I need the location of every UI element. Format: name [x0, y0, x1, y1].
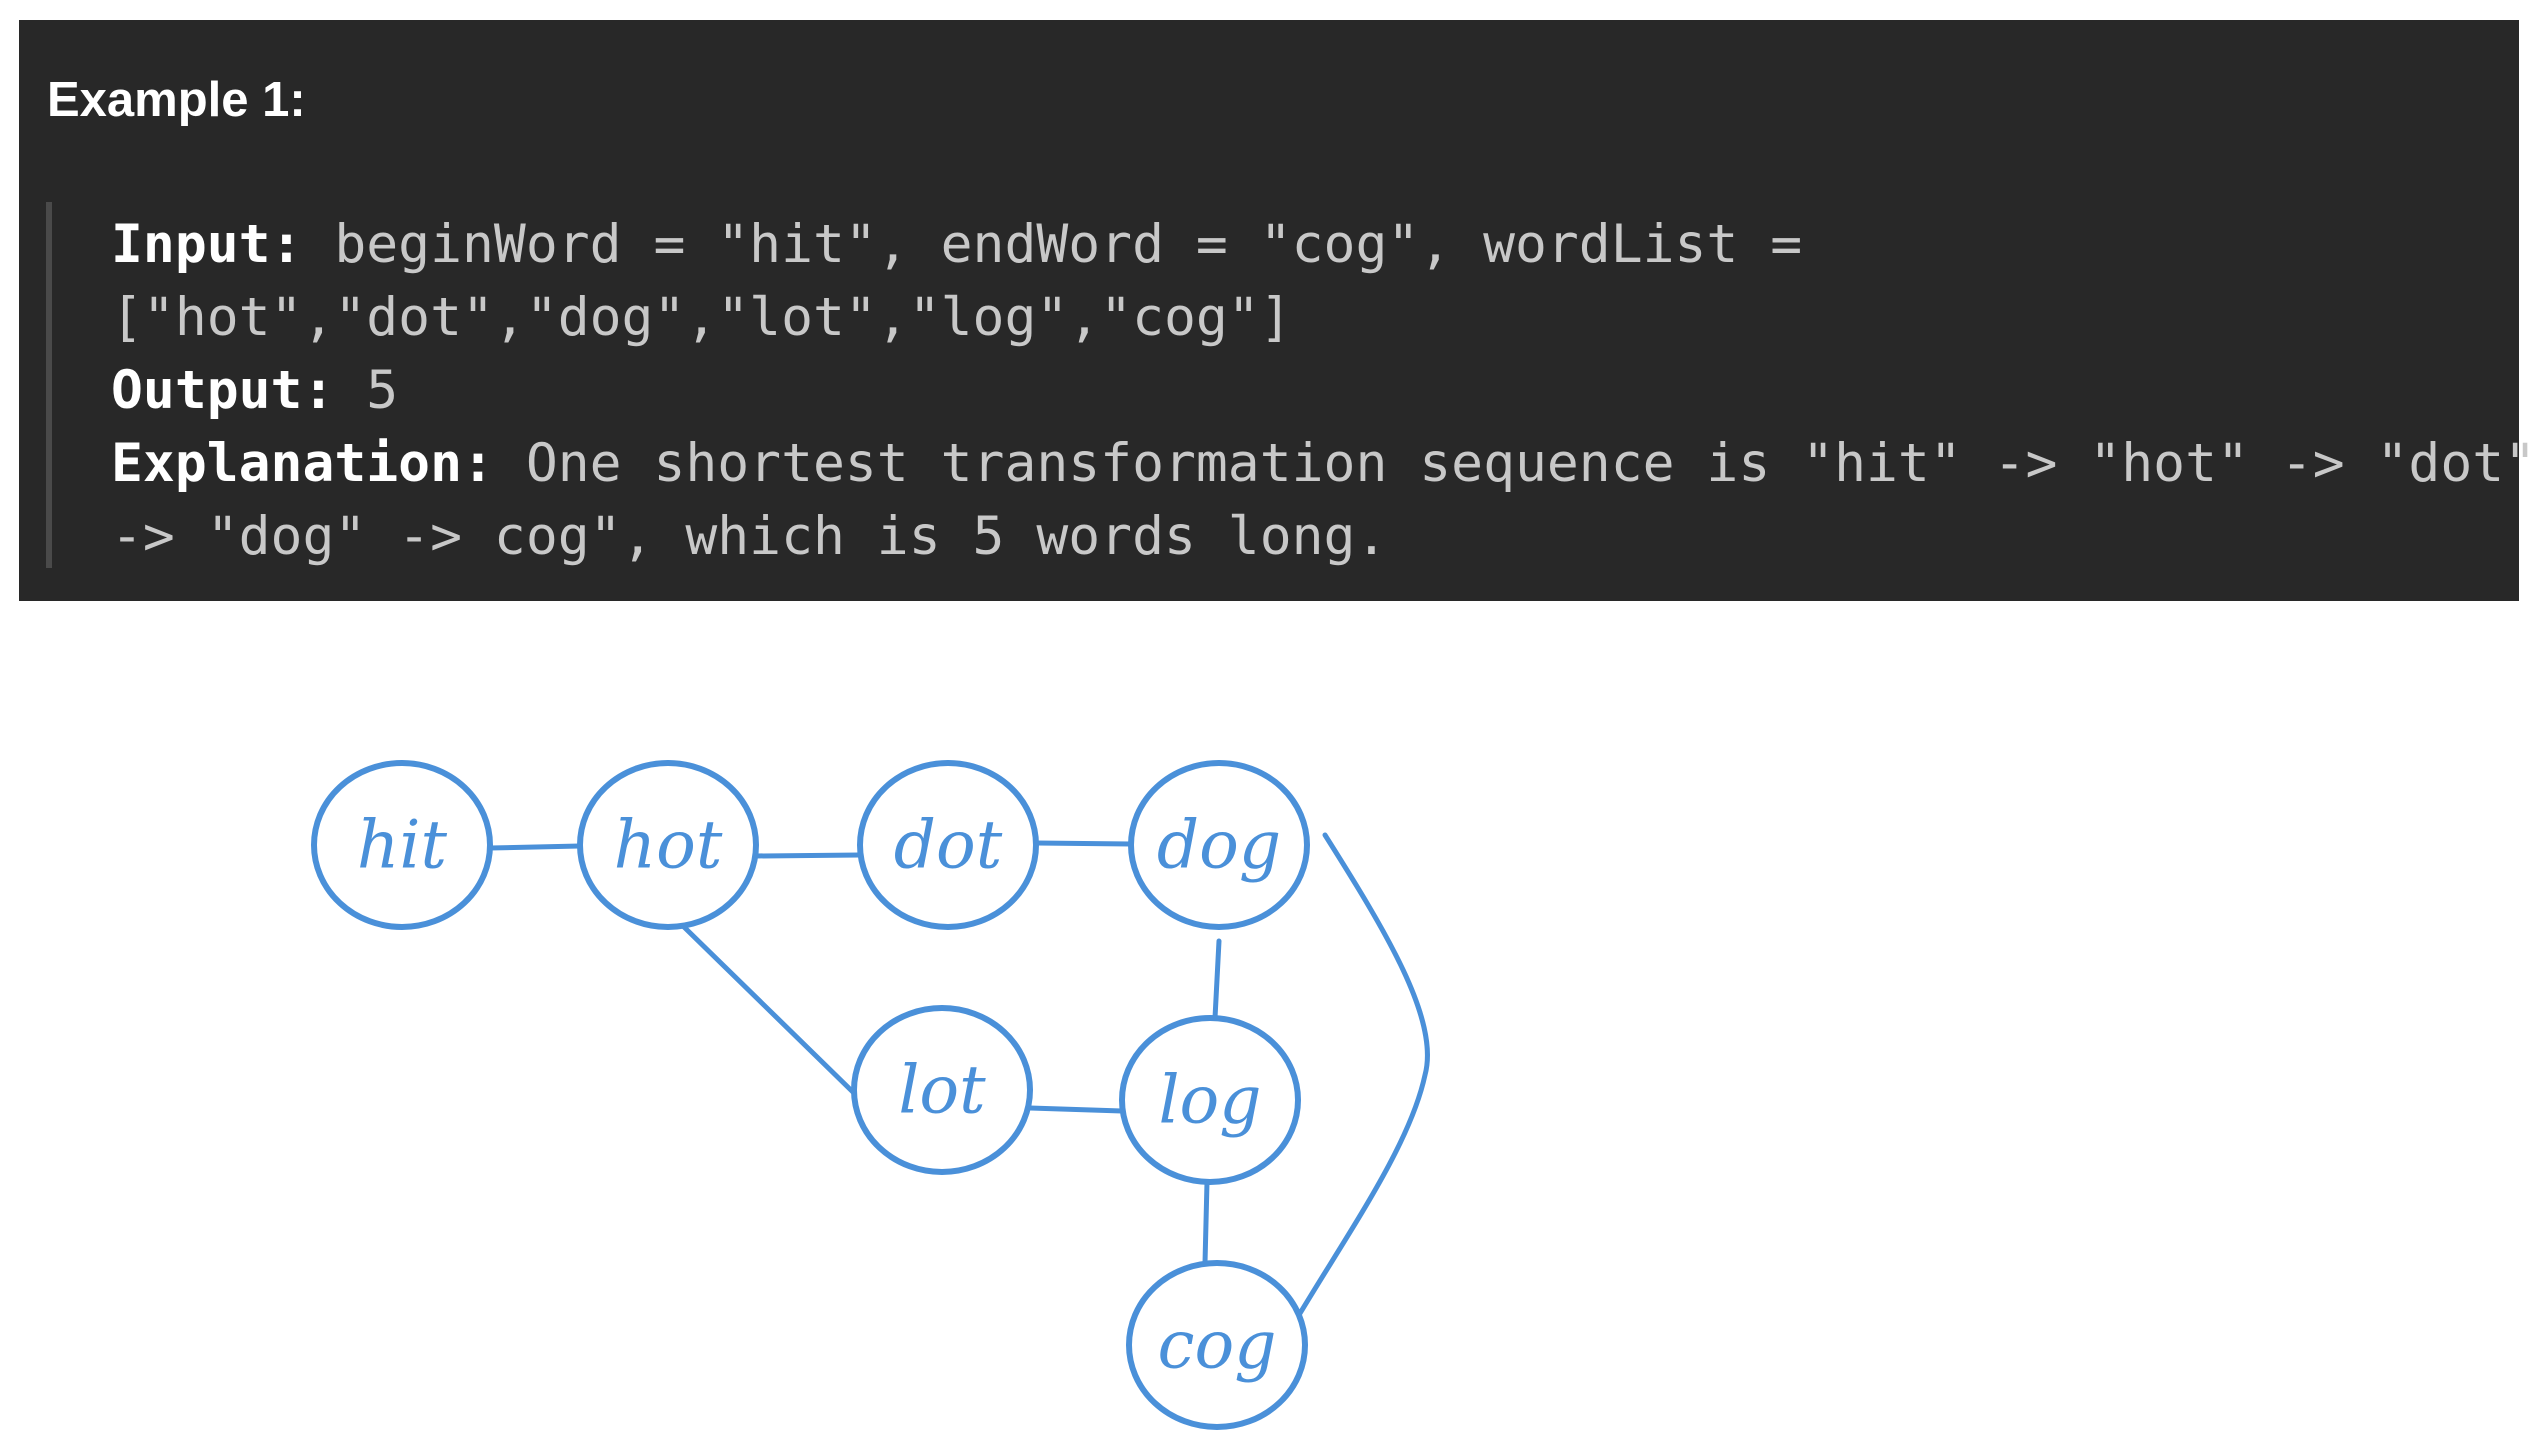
node-dot: dot [857, 760, 1039, 930]
node-label-log: log [1158, 1062, 1261, 1139]
node-label-cog: cog [1158, 1307, 1277, 1384]
node-layer: hit hot dot dog lot log cog [311, 760, 1310, 1430]
node-circle-hot [577, 760, 759, 930]
edge-hit-hot [487, 843, 583, 851]
code-block: Input: beginWord = "hit", endWord = "cog… [111, 208, 2536, 573]
node-dog: dog [1128, 760, 1310, 930]
example-title: Example 1: [47, 73, 306, 127]
node-hit: hit [311, 760, 493, 930]
input-value: beginWord = "hit", endWord = "cog", word… [302, 214, 1803, 275]
node-circle-hit [311, 760, 493, 930]
edge-layer [487, 832, 1430, 1318]
edge-log-cog [1202, 1179, 1210, 1266]
node-cog: cog [1126, 1260, 1308, 1430]
node-lot: lot [851, 1005, 1033, 1175]
explanation-value-continued: -> "dog" -> cog", which is 5 words long. [111, 506, 1388, 567]
edge-hot-dot [753, 852, 863, 859]
node-circle-cog [1126, 1260, 1308, 1430]
node-label-dot: dot [894, 807, 1003, 884]
edge-dog-cog [1296, 832, 1430, 1318]
explanation-value: One shortest transformation sequence is … [493, 433, 2536, 494]
edge-dog-log [1212, 938, 1222, 1021]
output-line: Output: 5 [111, 354, 2491, 427]
input-line: Input: beginWord = "hit", endWord = "cog… [111, 208, 2491, 281]
input-value-continued: ["hot","dot","dog","lot","log","cog"] [111, 287, 1292, 348]
output-value: 5 [334, 360, 399, 421]
output-key: Output: [111, 360, 335, 421]
edge-lot-log [1027, 1105, 1125, 1114]
node-circle-lot [851, 1005, 1033, 1175]
node-label-hit: hit [357, 807, 448, 884]
quote-bar [46, 202, 52, 568]
edge-hot-lot [680, 923, 860, 1099]
example-panel: Example 1: Input: beginWord = "hit", end… [19, 20, 2536, 601]
input-key: Input: [111, 214, 303, 275]
node-label-lot: lot [898, 1052, 986, 1129]
node-log: log [1119, 1015, 1301, 1185]
node-label-dog: dog [1157, 807, 1281, 884]
node-circle-log [1119, 1015, 1301, 1185]
explanation-line: Explanation: One shortest transformation… [111, 427, 2536, 500]
edge-dot-dog [1033, 840, 1134, 847]
node-circle-dog [1128, 760, 1310, 930]
node-hot: hot [577, 760, 759, 930]
node-circle-dot [857, 760, 1039, 930]
explanation-key: Explanation: [111, 433, 494, 494]
node-label-hot: hot [614, 807, 723, 884]
